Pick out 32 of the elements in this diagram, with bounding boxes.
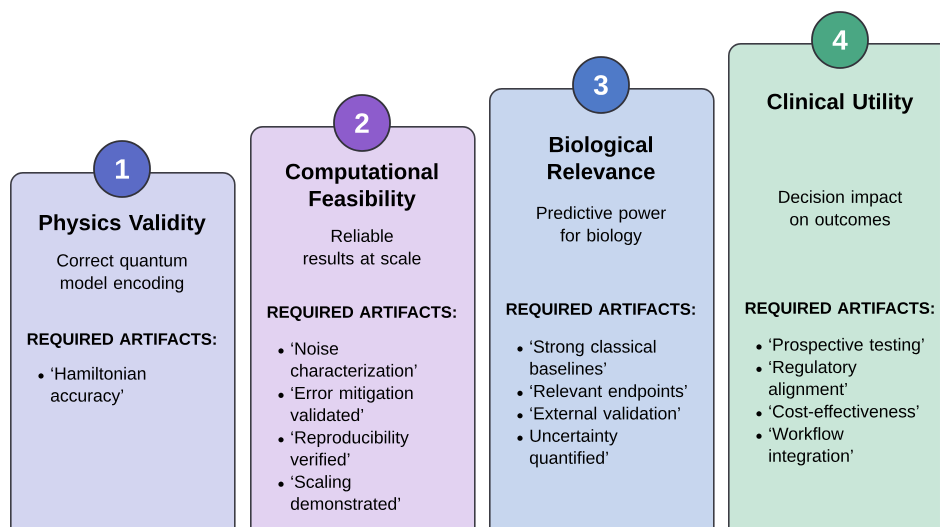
number-badge: 4 xyxy=(811,11,869,69)
card-title: Biological Relevance xyxy=(548,136,655,180)
description: Predictive power for biology xyxy=(537,206,666,246)
number-badge: 3 xyxy=(572,56,630,114)
node-label: ‘Prospective testing’ xyxy=(769,338,924,354)
card-title: Computational Feasibility xyxy=(286,163,438,211)
node-label: ‘Scaling demonstrated’ xyxy=(290,475,400,510)
node-label: ‘Error mitigation validated’ xyxy=(290,386,413,422)
description: Decision impact on outcomes xyxy=(779,190,902,226)
section-heading: REQUIRED ARTIFACTS: xyxy=(28,333,216,348)
bullet-list: ‘Strong classical baselines’ ‘Relevant endpoints’ ‘External validation’ Uncertainty quantified’ xyxy=(517,340,687,468)
section-heading: REQUIRED ARTIFACTS: xyxy=(506,303,695,318)
bullet-list: ‘Hamiltonian accuracy’ xyxy=(38,366,146,406)
node-label: ‘Strong classical baselines’ xyxy=(530,340,656,375)
node-label: ‘External validation’ xyxy=(530,406,680,420)
description: Correct quantum model encoding xyxy=(57,254,186,293)
node-label: ‘Relevant endpoints’ xyxy=(530,384,687,401)
bullet-list: ‘Noise characterization’ ‘Error mitigation validated’ ‘Reproducibility verified’ ‘Scaling demonstrated’ xyxy=(278,342,417,510)
node-label: ‘Noise characterization’ xyxy=(290,342,417,377)
description: Reliable results at scale xyxy=(304,229,421,265)
node-label: ‘Reproducibility verified’ xyxy=(290,430,409,466)
node-label: Uncertainty quantified’ xyxy=(530,429,618,468)
bullet-list: ‘Prospective testing’ ‘Regulatory alignment’ ‘Cost-effectiveness’ ‘Workflow integration’ xyxy=(756,338,924,466)
number-badge: 2 xyxy=(333,94,391,152)
card-title: Physics Validity xyxy=(40,214,206,235)
node-label: ‘Cost-effectiveness’ xyxy=(769,404,919,418)
node-label: ‘Regulatory alignment’ xyxy=(768,360,857,399)
number-badge: 1 xyxy=(93,140,151,198)
card-title: Clinical Utility xyxy=(768,93,914,114)
node-label: ‘Workflow integration’ xyxy=(769,427,853,466)
section-heading: REQUIRED ARTIFACTS: xyxy=(268,306,456,321)
section-heading: REQUIRED ARTIFACTS: xyxy=(746,302,934,317)
